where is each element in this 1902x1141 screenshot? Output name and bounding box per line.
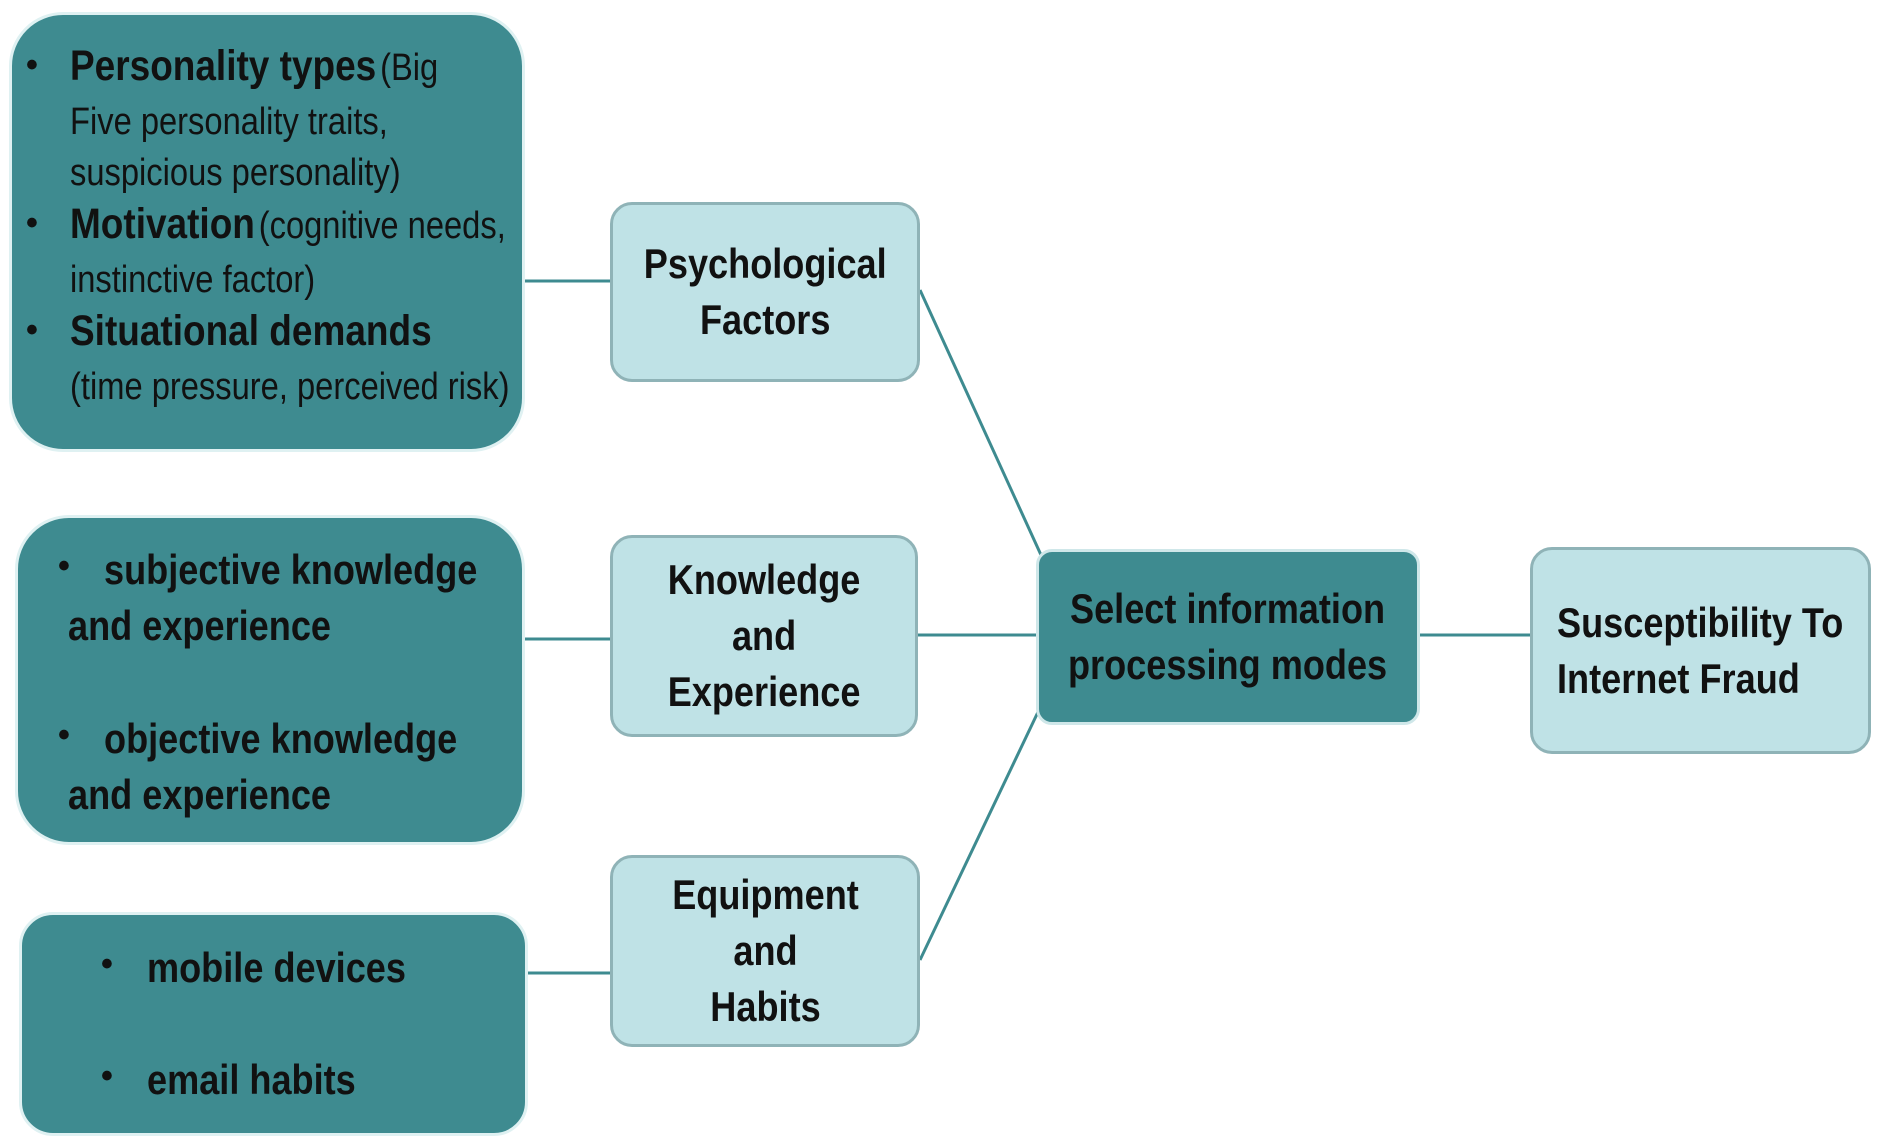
motivation-term: Motivation [70,200,255,248]
motivation-desc-first: (cognitive needs, [258,205,506,247]
susceptibility-node: Susceptibility To Internet Fraud [1530,547,1871,754]
personality-desc-line: suspicious personality) [70,152,401,194]
psychological-factors-node: Psychological Factors [610,202,920,382]
subjective-line2: and experience [68,602,331,649]
subjective-line1: subjective knowledge [104,546,478,593]
personality-desc-first: (Big [380,47,439,89]
bullet-icon: • [58,716,70,754]
knowledge-experience-line: and [731,612,797,659]
bullet-icon: • [26,46,38,84]
motivation-desc-line: instinctive factor) [70,259,316,301]
equipment-details-box [19,912,528,1136]
bullet-icon: • [26,311,38,349]
knowledge-experience-node: Knowledge and Experience [610,535,918,737]
knowledge-details-box [15,515,525,845]
susceptibility-line: Internet Fraud [1557,654,1800,702]
select-modes-line: processing modes [1068,641,1388,688]
select-modes-line: Select information [1070,585,1386,632]
connector-psych-to-select [918,289,1043,556]
bullet-icon: • [58,547,70,585]
susceptibility-line: Susceptibility To [1557,598,1844,646]
knowledge-experience-line: Experience [667,668,861,715]
bullet-icon: • [101,945,113,983]
situational-term: Situational demands [70,307,432,355]
psychological-factors-line: Factors [699,296,831,343]
equipment-habits-node: Equipment and Habits [610,855,920,1047]
personality-desc-line: Five personality traits, [70,101,388,143]
psychological-factors-line: Psychological [643,240,887,287]
knowledge-experience-line: Knowledge [667,556,861,603]
objective-line2: and experience [68,771,331,818]
email-habits-text: email habits [147,1056,356,1103]
mobile-devices-text: mobile devices [147,944,406,991]
personality-term: Personality types [70,42,377,90]
connector-equipment-to-select [918,711,1040,961]
bullet-icon: • [101,1057,113,1095]
objective-line1: objective knowledge [104,715,458,762]
equipment-habits-line: Habits [709,983,821,1030]
equipment-habits-line: Equipment [671,871,859,918]
equipment-habits-line: and [732,927,798,974]
psych-details-box [9,12,525,452]
situational-desc-line: (time pressure, perceived risk) [70,366,510,408]
bullet-icon: • [26,204,38,242]
select-processing-modes-node: Select information processing modes [1036,549,1420,725]
